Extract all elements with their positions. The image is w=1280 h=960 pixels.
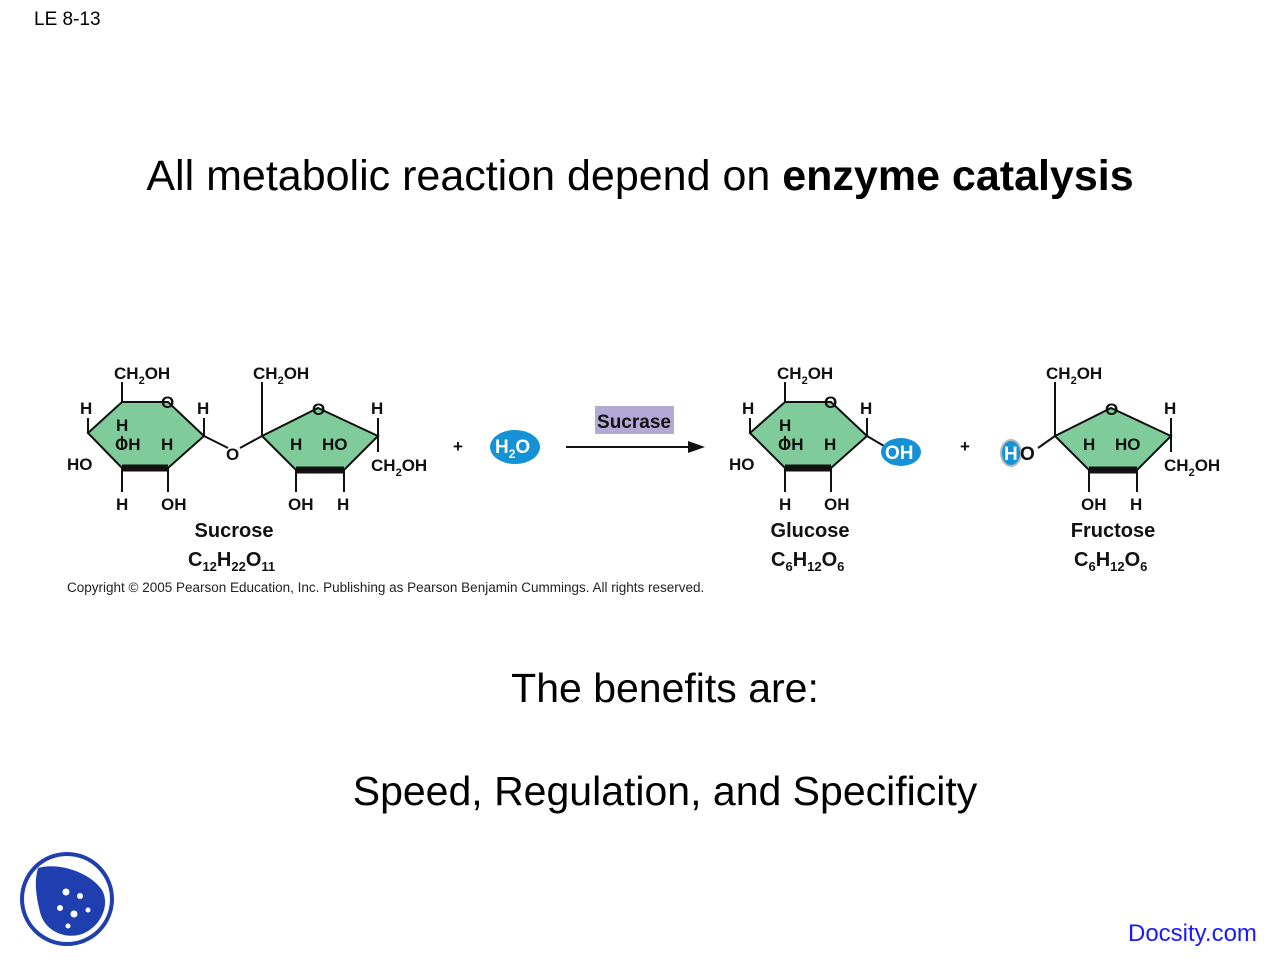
svg-text:O: O	[312, 400, 325, 419]
reaction-arrow-head	[688, 441, 705, 453]
svg-text:OH: OH	[824, 495, 850, 514]
plus-sign-1: +	[453, 437, 463, 456]
svg-text:CH2OH: CH2OH	[371, 456, 427, 479]
ring-oxygen: O	[161, 393, 174, 412]
svg-text:OH: OH	[1081, 495, 1107, 514]
svg-text:OH: OH	[885, 443, 914, 464]
copyright-notice: Copyright © 2005 Pearson Education, Inc.…	[67, 580, 705, 595]
slide-title: All metabolic reaction depend on enzyme …	[0, 152, 1280, 201]
glycosidic-oxygen: O	[226, 445, 239, 464]
svg-text:O: O	[1105, 400, 1118, 419]
svg-text:CH2OH: CH2OH	[114, 364, 170, 387]
svg-text:H: H	[116, 416, 128, 435]
svg-text:HO: HO	[1115, 435, 1141, 454]
glucose-ring-shape	[86, 401, 206, 469]
water-highlight	[490, 430, 540, 464]
svg-text:H: H	[1004, 444, 1018, 465]
water-molecule: H2O	[495, 437, 530, 461]
benefits-heading: The benefits are:	[511, 665, 819, 711]
svg-text:H: H	[80, 399, 92, 418]
svg-text:HO: HO	[729, 455, 755, 474]
fructose-formula: C6H12O6	[1074, 549, 1147, 574]
svg-text:CH2OH: CH2OH	[253, 364, 309, 387]
svg-text:H: H	[161, 435, 173, 454]
svg-text:CH2OH: CH2OH	[1046, 364, 1102, 387]
svg-text:CH2OH: CH2OH	[1164, 456, 1220, 479]
svg-text:H: H	[779, 495, 791, 514]
svg-text:H: H	[824, 435, 836, 454]
svg-text:H: H	[860, 399, 872, 418]
svg-text:CH2OH: CH2OH	[777, 364, 833, 387]
fructose-h-highlight	[1000, 439, 1022, 467]
hydrolysis-reaction-diagram: CH2OH O H H H OH H HO H OH O CH2OH O H H…	[67, 364, 1220, 574]
svg-text:H: H	[371, 399, 383, 418]
benefits-list: Speed, Regulation, and Specificity	[352, 768, 978, 814]
glucose-formula: C6H12O6	[771, 549, 844, 574]
svg-text:OH: OH	[288, 495, 314, 514]
fructose-name: Fructose	[1071, 520, 1155, 542]
ladybug-logo-icon	[20, 852, 114, 946]
svg-text:H: H	[116, 495, 128, 514]
svg-text:H: H	[337, 495, 349, 514]
svg-text:OH: OH	[778, 435, 804, 454]
glucose-oh-highlight	[881, 438, 921, 466]
svg-text:H: H	[779, 416, 791, 435]
svg-text:O: O	[1020, 444, 1035, 465]
svg-text:H: H	[197, 399, 209, 418]
sucrose-name: Sucrose	[195, 520, 274, 542]
sucrose-glucose-ring: CH2OH O H H H OH H HO H OH	[67, 364, 209, 514]
slide-label: LE 8-13	[34, 9, 101, 30]
svg-text:H: H	[742, 399, 754, 418]
svg-text:HO: HO	[67, 455, 93, 474]
glucose-name: Glucose	[771, 520, 850, 542]
svg-text:O: O	[824, 393, 837, 412]
svg-text:H: H	[290, 435, 302, 454]
svg-text:H: H	[1130, 495, 1142, 514]
plus-sign-2: +	[960, 437, 970, 456]
fructose-ring: CH2OH O H H HO CH2OH OH H H O	[1000, 364, 1220, 514]
svg-text:H: H	[1164, 399, 1176, 418]
title-normal: All metabolic reaction depend on	[146, 152, 783, 200]
fructose-ring-shape	[260, 406, 380, 471]
svg-text:HO: HO	[322, 435, 348, 454]
svg-text:H: H	[1083, 435, 1095, 454]
svg-text:OH: OH	[115, 435, 141, 454]
enzyme-label-bg	[595, 406, 674, 434]
sucrose-fructose-ring: CH2OH O H H HO CH2OH OH H	[253, 364, 427, 514]
docsity-link[interactable]: Docsity.com	[1128, 920, 1257, 947]
svg-text:OH: OH	[161, 495, 187, 514]
glucose-ring: CH2OH O H H H OH H HO H OH OH	[729, 364, 921, 514]
title-bold: enzyme catalysis	[782, 152, 1134, 200]
enzyme-label: Sucrase	[597, 412, 671, 433]
sucrose-formula: C12H22O11	[188, 549, 275, 574]
